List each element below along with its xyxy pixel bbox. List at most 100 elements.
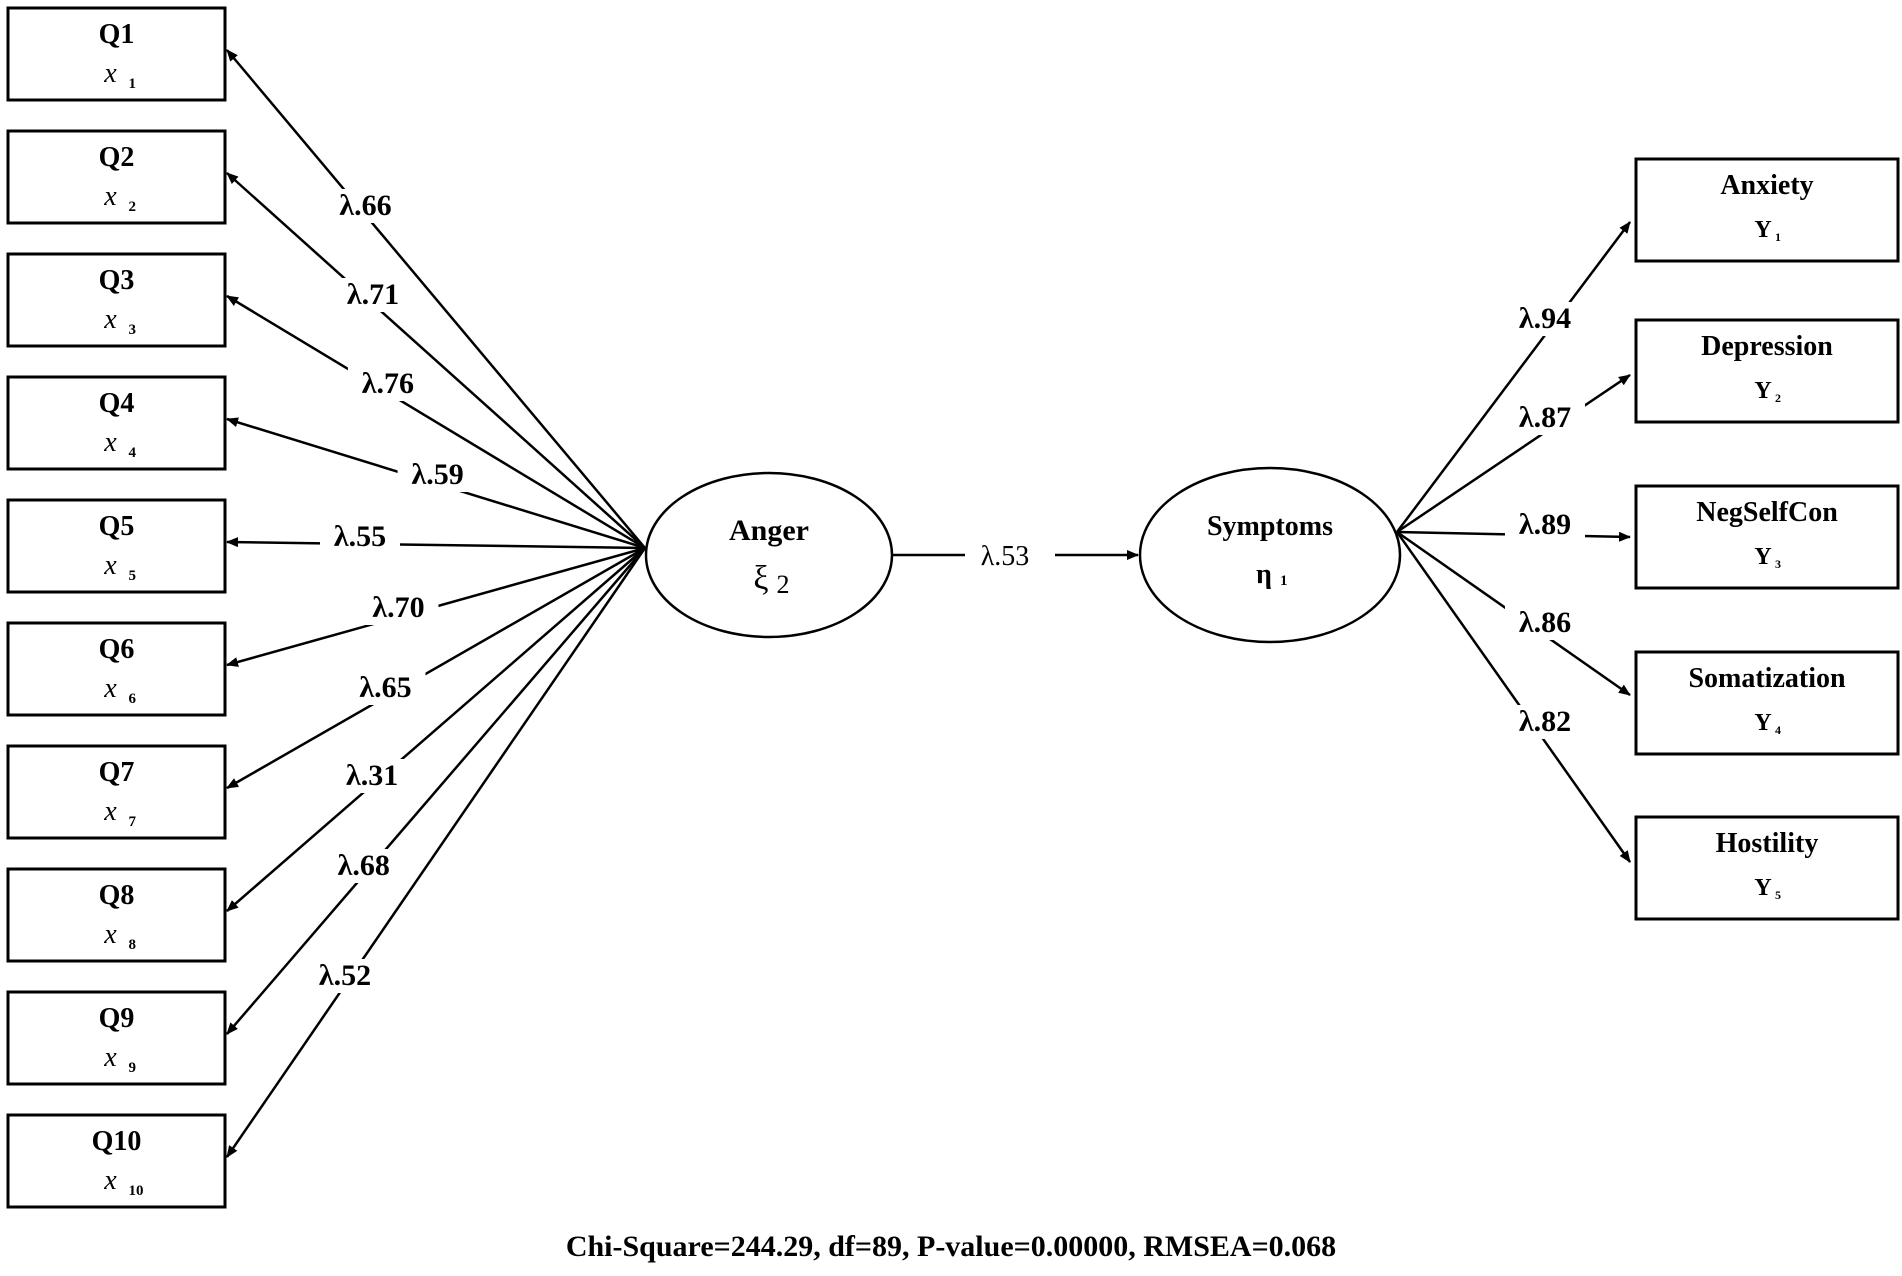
indicator-box-q5 xyxy=(6,498,227,594)
indicator-box-depression xyxy=(1634,318,1900,424)
path-anger-to-q3 xyxy=(226,294,646,550)
indicator-subscript: 3 xyxy=(129,322,137,338)
indicator-symbol: Y xyxy=(1754,378,1771,404)
indicator-symbol: x xyxy=(103,58,117,89)
loading-label-q4: λ.59 xyxy=(411,458,463,491)
path-anger-to-q7 xyxy=(226,546,646,790)
indicator-subscript: 10 xyxy=(129,1183,144,1199)
indicator-symbol: Y xyxy=(1754,710,1771,736)
latent-anger-subscript: 2 xyxy=(777,570,790,599)
indicator-box-q6 xyxy=(6,621,227,717)
indicator-symbol: x xyxy=(103,550,117,581)
indicator-symbol: x xyxy=(103,919,117,950)
latent-symptoms-label: Symptoms xyxy=(1207,511,1333,542)
loading-label-bg xyxy=(1505,508,1585,542)
indicator-box-hostility xyxy=(1634,815,1900,921)
loading-label-bg xyxy=(347,367,428,401)
indicator-box-negselfcon xyxy=(1634,484,1900,590)
indicator-symbol: x xyxy=(103,427,117,458)
path-symptoms-to-depression xyxy=(1396,373,1631,534)
latent-anger-symbol: ξ xyxy=(753,560,768,597)
loading-label-q2: λ.71 xyxy=(347,278,399,311)
indicator-box-q4 xyxy=(6,375,227,471)
latent-symptoms-symbol: η xyxy=(1256,559,1272,590)
indicator-box-q7 xyxy=(6,744,227,840)
loading-label-bg xyxy=(323,849,404,883)
indicator-label: Q10 xyxy=(92,1126,142,1157)
indicator-box-somatization xyxy=(1634,650,1900,756)
indicator-label: Q4 xyxy=(99,388,135,419)
indicator-symbol: Y xyxy=(1754,544,1771,570)
indicator-subscript: 2 xyxy=(129,199,137,215)
indicator-symbol: Y xyxy=(1754,217,1771,243)
indicator-label: Q3 xyxy=(99,265,135,296)
loading-label-bg xyxy=(325,189,406,223)
indicator-symbol: x xyxy=(103,673,117,704)
indicator-subscript: 2 xyxy=(1775,391,1781,405)
loading-label-bg xyxy=(332,759,413,793)
loading-label-bg xyxy=(358,591,439,625)
loading-label-bg xyxy=(1505,401,1585,435)
loading-label-depression: λ.87 xyxy=(1519,401,1571,434)
indicator-label: Q2 xyxy=(99,142,135,173)
latent-symptoms-subscript: 1 xyxy=(1280,573,1288,589)
indicator-symbol: x xyxy=(103,796,117,827)
indicator-subscript: 5 xyxy=(129,568,137,584)
indicator-label: Q8 xyxy=(99,880,135,911)
path-anger-to-q5 xyxy=(226,537,646,550)
indicator-box-q3 xyxy=(6,252,227,348)
loading-label-q7: λ.65 xyxy=(359,671,411,704)
loading-label-bg xyxy=(320,520,400,554)
indicator-label: NegSelfCon xyxy=(1696,497,1838,528)
indicator-symbol: x xyxy=(103,304,117,335)
latent-anger-label: Anger xyxy=(729,514,809,547)
loading-label-bg xyxy=(1505,606,1585,640)
loading-label-q8: λ.31 xyxy=(346,759,398,792)
loading-label-bg xyxy=(397,458,478,492)
indicator-box-q2 xyxy=(6,129,227,225)
path-anger-to-q8 xyxy=(226,547,646,912)
loading-label-somatization: λ.86 xyxy=(1519,606,1571,639)
latent-anger-ellipse xyxy=(644,471,894,639)
path-anger-to-q9 xyxy=(226,547,646,1035)
indicator-subscript: 8 xyxy=(129,937,137,953)
loading-label-q9: λ.68 xyxy=(338,849,390,882)
loading-label-anxiety: λ.94 xyxy=(1519,302,1571,335)
loading-label-negselfcon: λ.89 xyxy=(1519,508,1571,541)
fit-statistics: Chi-Square=244.29, df=89, P-value=0.0000… xyxy=(565,1230,1337,1263)
loading-label-bg xyxy=(345,671,426,705)
indicator-symbol: x xyxy=(103,1042,117,1073)
indicator-subscript: 1 xyxy=(1775,230,1781,244)
latent-symptoms-ellipse xyxy=(1138,466,1402,644)
indicator-label: Q9 xyxy=(99,1003,135,1034)
indicator-subscript: 9 xyxy=(129,1060,137,1076)
indicator-label: Somatization xyxy=(1688,663,1846,694)
indicator-symbol: Y xyxy=(1754,875,1771,901)
indicator-subscript: 3 xyxy=(1775,557,1781,571)
structural-path-label: λ.53 xyxy=(981,541,1030,572)
loading-label-bg xyxy=(1505,705,1585,739)
loading-label-bg xyxy=(305,959,386,993)
indicator-box-q1 xyxy=(6,6,227,102)
indicator-symbol: x xyxy=(103,181,117,212)
indicator-subscript: 5 xyxy=(1775,888,1781,902)
indicator-label: Q6 xyxy=(99,634,135,665)
loading-label-q1: λ.66 xyxy=(339,189,391,222)
loading-label-bg xyxy=(1505,302,1585,336)
indicator-label: Q7 xyxy=(99,757,135,788)
loading-label-q6: λ.70 xyxy=(372,591,424,624)
loading-label-q3: λ.76 xyxy=(362,367,414,400)
indicator-label: Depression xyxy=(1701,331,1833,362)
path-symptoms-to-anxiety xyxy=(1396,221,1631,533)
path-anger-to-q10 xyxy=(225,547,647,1158)
loading-label-hostility: λ.82 xyxy=(1519,705,1571,738)
loading-label-q10: λ.52 xyxy=(319,959,371,992)
loading-labels-layer: λ.66λ.71λ.76λ.59λ.55λ.70λ.65λ.31λ.68λ.52… xyxy=(305,189,1585,993)
indicator-subscript: 7 xyxy=(129,814,137,830)
indicator-box-q9 xyxy=(6,990,227,1086)
indicator-box-anxiety xyxy=(1634,157,1900,263)
indicator-box-q8 xyxy=(6,867,227,963)
indicator-label: Q5 xyxy=(99,511,135,542)
